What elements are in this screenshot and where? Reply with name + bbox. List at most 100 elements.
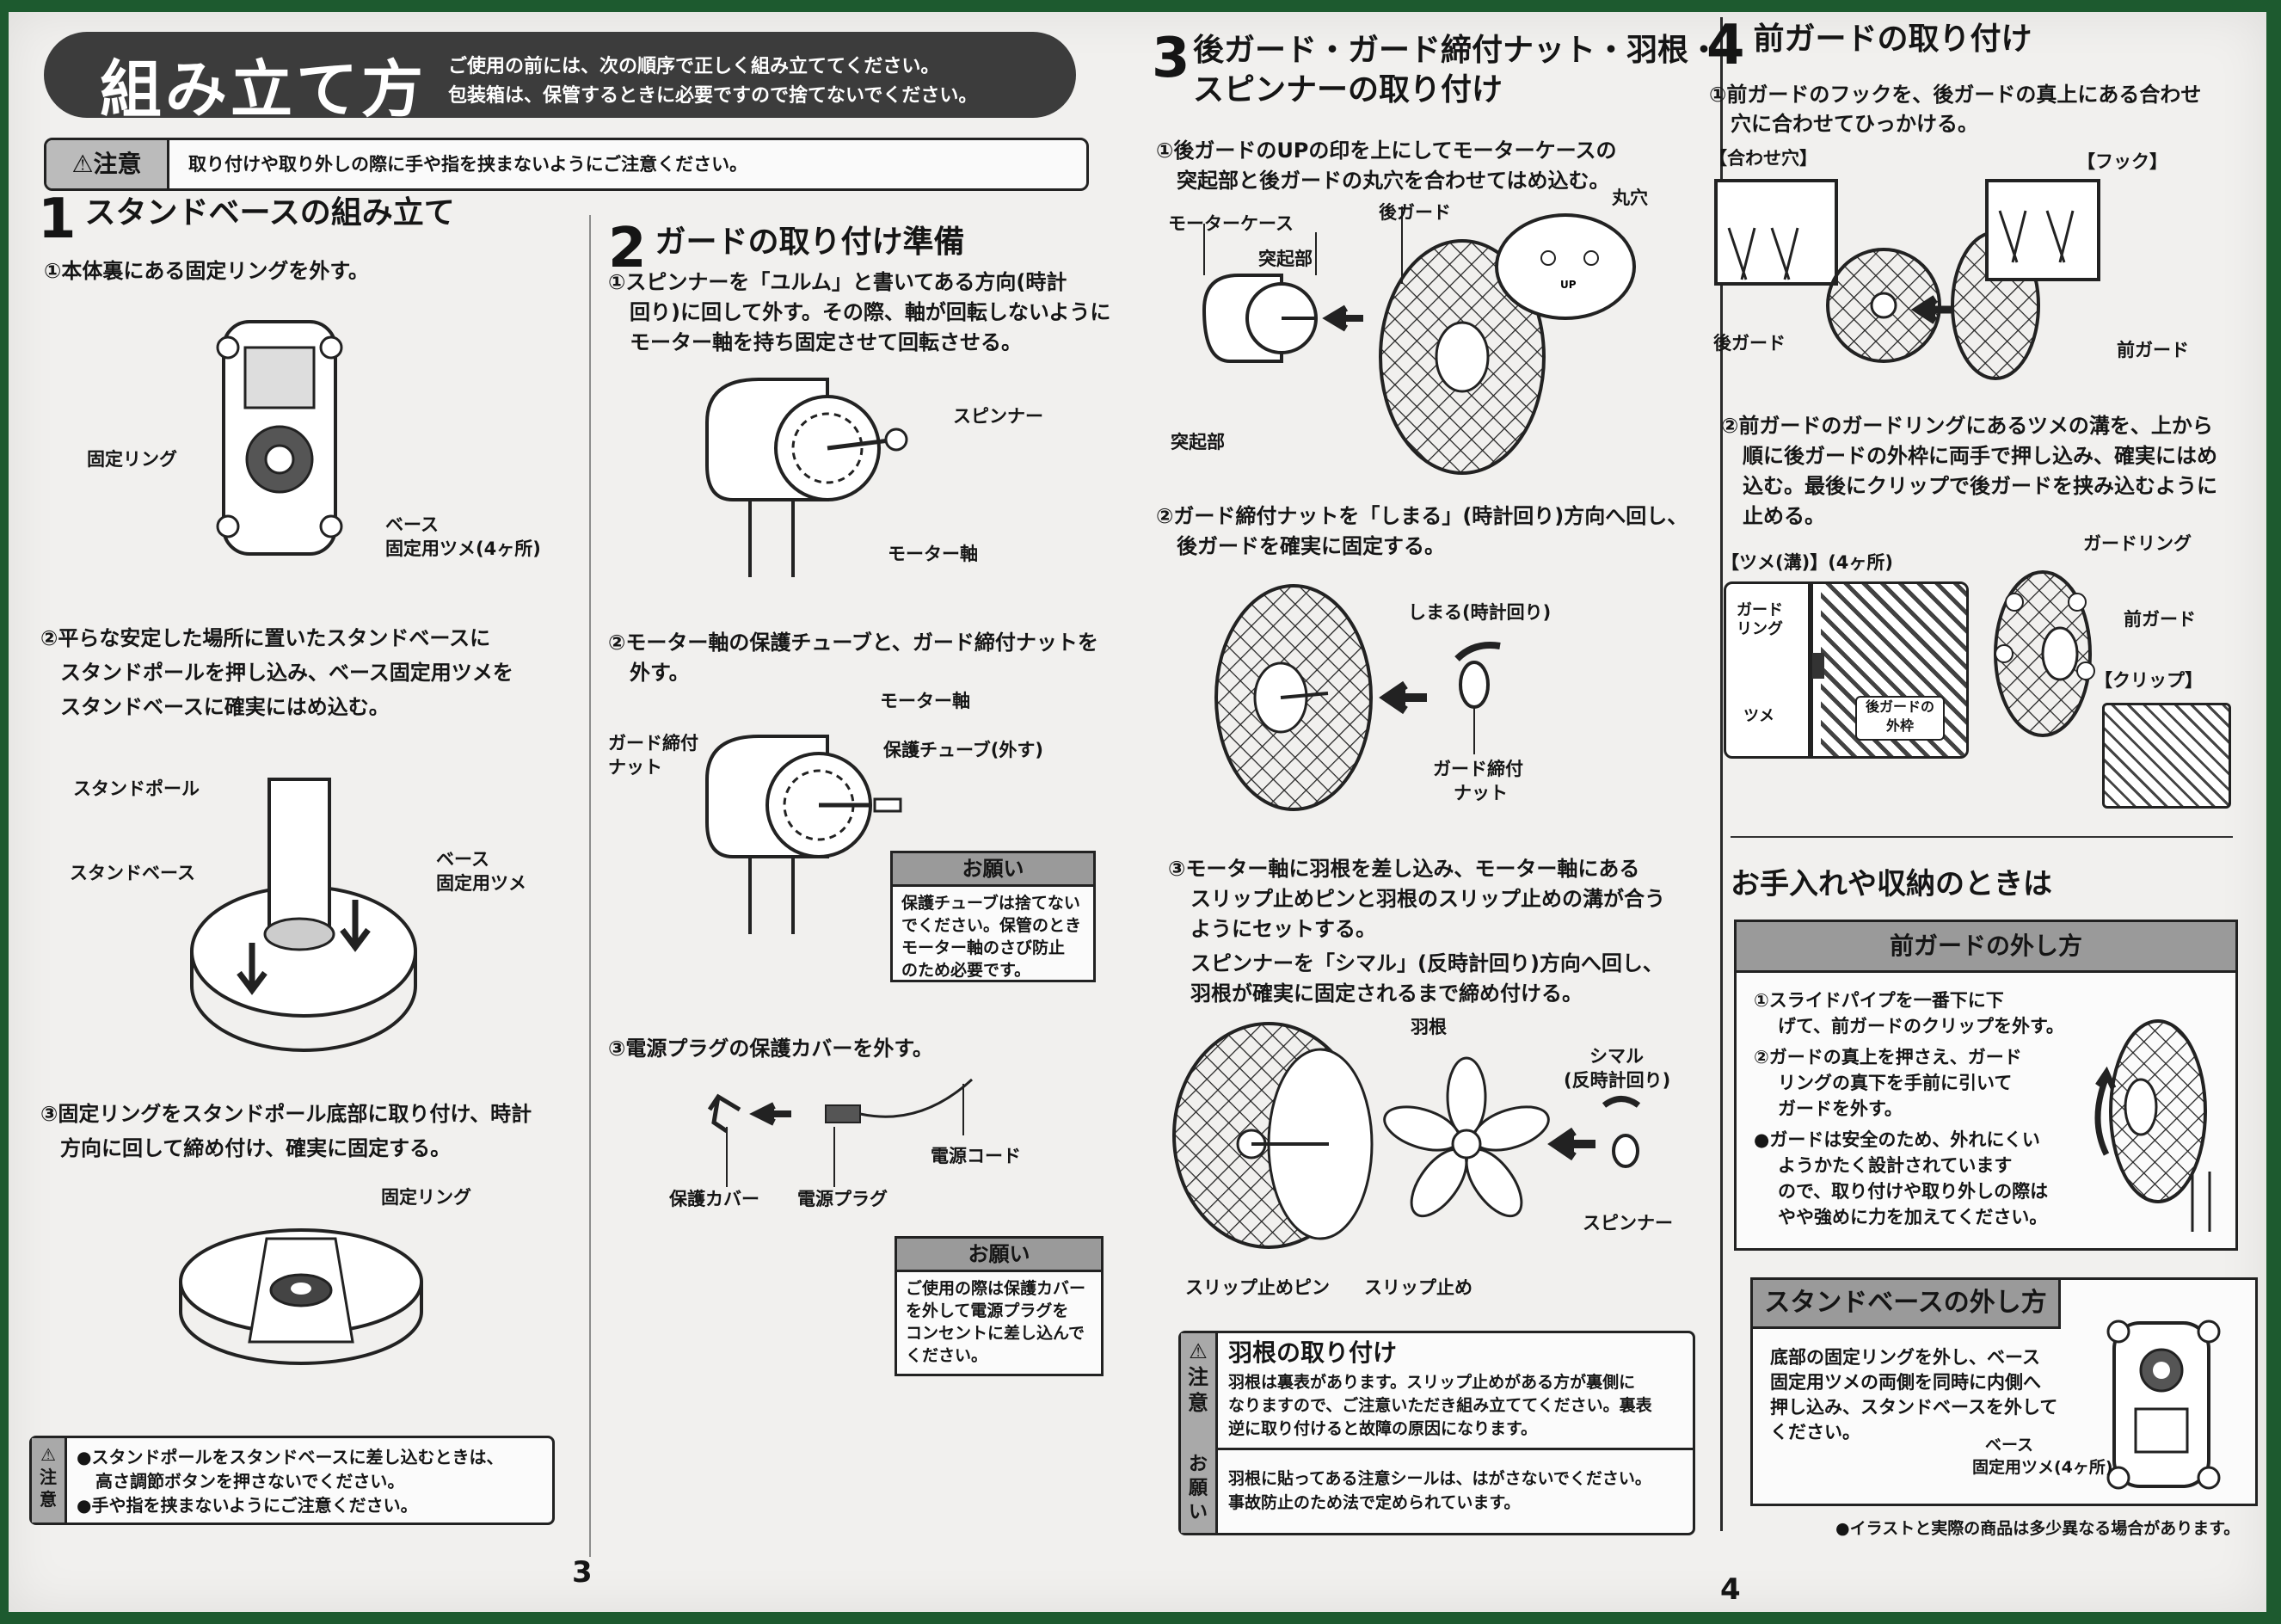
label-spinner: スピンナー [1583,1213,1673,1233]
caution-line: ●スタンドポールをスタンドベースに差し込むときは、 [77,1447,504,1467]
label-fixing-ring: 固定リング [381,1187,471,1208]
step-title: スタンドベースの組み立て [84,195,455,231]
step3-instruction-1: 突起部と後ガードの丸穴を合わせてはめ込む。 [1177,169,1610,193]
label-stand-pole: スタンドポール [73,778,200,799]
request-box-2: お願い ご使用の際は保護カバー を外して電源プラグを コンセントに差し込んで く… [895,1236,1104,1376]
step-number: 1 [38,187,77,251]
rear-guard-illustration: UP [1187,206,1669,473]
text-line: げて、前ガードのクリップを外す。 [1778,1016,2064,1037]
step1-instruction-1: ①本体裏にある固定リングを外す。 [44,259,369,283]
label-spinner: スピンナー [953,406,1043,427]
label-claw: ツメ [1743,707,1774,725]
request-char: 願 [1188,1478,1208,1499]
label-counterclockwise: (反時計回り) [1564,1070,1671,1091]
step2-instruction-2: 外す。 [630,661,690,685]
label-protrusion: 突起部 [1258,249,1313,269]
fan-back-illustration [206,313,361,563]
request-line: 事故防止のため法で定められています。 [1228,1493,1521,1512]
claw [1812,653,1824,679]
claw-detail-inset: ガード リング ツメ 後ガードの外枠 [1724,581,1969,759]
step4-instruction-1: 穴に合わせてひっかける。 [1731,112,1978,136]
label-fixing-ring: 固定リング [87,449,177,470]
label-base: ベース [385,514,439,535]
label-protective-cover: 保護カバー [669,1189,759,1209]
step-number: 2 [608,216,647,280]
text-line: ください。 [1770,1422,1860,1443]
box-title: 前ガードの外し方 [1737,922,2235,973]
label-alignment-hole: 【合わせ穴】 [1709,148,1817,169]
label-hook: 【フック】 [2077,151,2167,172]
clip-detail-inset [2102,703,2231,809]
page-number: 3 [572,1555,593,1590]
step3-instruction-1: ①後ガードのUPの印を上にしてモーターケースの [1156,138,1617,163]
label-motor-shaft: モーター軸 [888,544,978,564]
front-removal-text: ①スライドパイプを一番下に下 げて、前ガードのクリップを外す。 ②ガードの真上を… [1754,987,2064,1230]
request-box-body: 保護チューブは捨てない でください。保管のとき モーター軸のさび防止 のため必要… [901,894,1082,980]
step4-instruction-2: ②前ガードのガードリングにあるツメの溝を、上から [1721,414,2213,438]
label-rear-guard: 後ガード [1379,202,1451,223]
blade-caution-box: ⚠注意 お願い 羽根の取り付け 羽根は裏表があります。スリップ止めがある方が裏側… [1178,1331,1695,1535]
request-line: 羽根に貼ってある注意シールは、はがさないでください。 [1228,1469,1651,1488]
banner-note: ご使用の前には、次の順序で正しく組み立ててください。 [448,56,940,77]
column-divider [1720,17,1723,1531]
guard-nut-illustration [1208,581,1552,822]
label-guard-ring: ガードリング [2083,533,2192,554]
text-line: やや強めに力を加えてください。 [1778,1207,2048,1227]
label-fixing-tabs: 固定用ツメ(4ヶ所) [1972,1458,2113,1477]
guard-ring-edge [1808,584,1813,756]
fold-line [589,215,591,1557]
caution-line: ●手や指を挟まないようにご注意ください。 [77,1495,418,1516]
label-slip-stop: スリップ止め [1364,1277,1473,1298]
caution-text: 羽根は裏表があります。スリップ止めがある方が裏側になりますので、ご注意いただき組… [1228,1371,1652,1441]
guard-removal-illustration [2089,1008,2227,1232]
text-line: ②ガードの真上を押さえ、ガード [1754,1047,2022,1067]
label-blade: 羽根 [1411,1017,1447,1037]
label-line: 外枠 [1885,717,1914,734]
label-tighten-direction: シマル [1589,1046,1644,1067]
label-clip: 【クリップ】 [2094,670,2203,691]
label-claw-groove: 【ツメ(溝)】(4ヶ所) [1721,552,1894,573]
care-section-title: お手入れや収納のときは [1731,867,2052,901]
request-text: 羽根に貼ってある注意シールは、はがさないでください。事故防止のため法で定められて… [1228,1467,1651,1515]
label-fixing-tab: 固定用ツメ [436,873,526,894]
request-side: お願い [1181,1448,1218,1533]
step2-instruction-1: 回り)に回して外す。その際、軸が回転しないように [630,300,1111,324]
caution-line: 逆に取り付けると故障の原因になります。 [1228,1419,1538,1438]
warning-icon: ⚠ [40,1444,56,1465]
page-number: 4 [1720,1572,1741,1607]
request-box-title: お願い [893,853,1093,887]
page-title: 組み立て方 [100,53,427,126]
step4-instruction-2: 込む。最後にクリップで後ガードを挟み込むように [1743,474,2217,498]
label-front-guard: 前ガード [2124,609,2196,630]
step2-instruction-3: ③電源プラグの保護カバーを外す。 [608,1037,933,1061]
text-line: ので、取り付けや取り外しの際は [1778,1181,2049,1202]
label-base: ベース [436,849,489,870]
caution-char: 注 [40,1467,57,1487]
caution-tag-label: 注意 [93,150,142,178]
motor-tube-illustration [698,728,913,934]
step1-instruction-3: ③固定リングをスタンドポール底部に取り付け、時計 [40,1102,532,1126]
request-box-body: ご使用の際は保護カバー を外して電源プラグを コンセントに差し込んで ください。 [906,1279,1086,1365]
label-stand-base: スタンドベース [70,863,195,883]
caution-char: 意 [1188,1391,1208,1415]
step1-instruction-3: 方向に回して締め付け、確実に固定する。 [60,1136,452,1160]
title-banner: 組み立て方 ご使用の前には、次の順序で正しく組み立ててください。 包装箱は、保管… [44,32,1076,126]
step4-instruction-2: 止める。 [1743,504,1825,528]
caution-char: 注 [1188,1365,1208,1389]
step2-instruction-1: ①スピンナーを「ユルム」と書いてある方向(時計 [608,270,1067,294]
label-rear-guard-frame: 後ガードの外枠 [1855,696,1945,741]
step-title: 前ガードの取り付け [1753,22,2032,57]
caution-side: ⚠注意 [1181,1333,1218,1453]
text-line: 押し込み、スタンドベースを外して [1770,1397,2058,1418]
power-plug-illustration [697,1075,989,1187]
label-motor-case: モーターケース [1168,213,1294,234]
front-guard-ring-illustration [1995,568,2107,740]
step2-instruction-2: ②モーター軸の保護チューブと、ガード締付ナットを [608,631,1098,655]
front-guard-removal-box: 前ガードの外し方 ①スライドパイプを一番下に下 げて、前ガードのクリップを外す。… [1734,920,2238,1251]
label-guard-nut: ナット [608,757,662,778]
label-guard-ring: リング [1737,620,1783,638]
caution-side: ⚠注意 [32,1438,67,1522]
step1-instruction-2: ②平らな安定した場所に置いたスタンドベースに [40,626,491,650]
